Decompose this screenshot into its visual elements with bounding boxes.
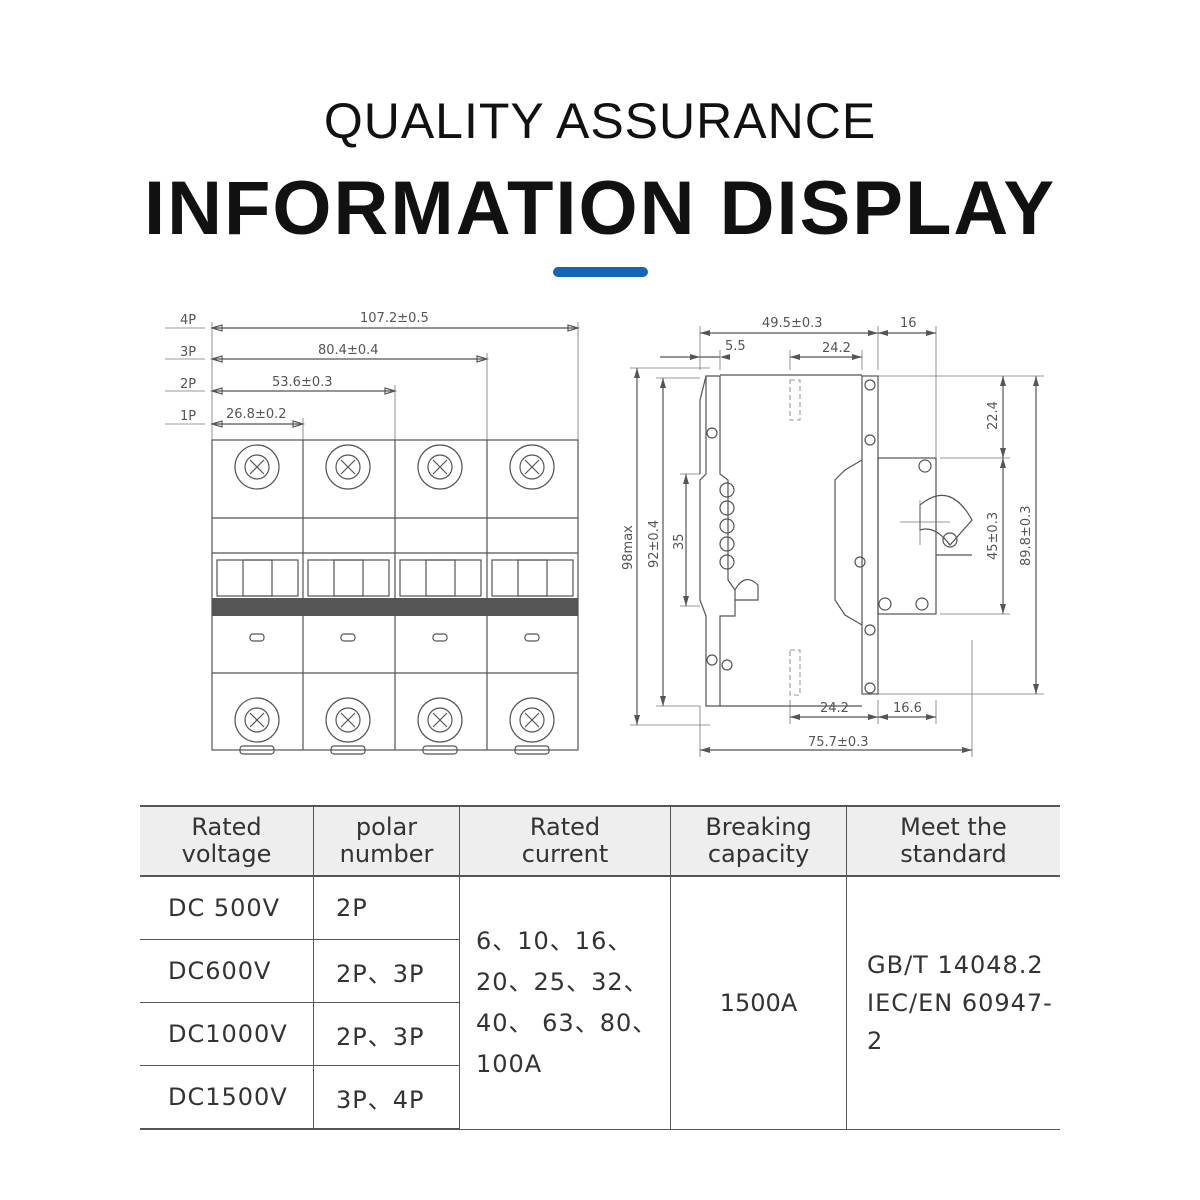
dim-89-8: 89.8±0.3 (1019, 505, 1034, 566)
poles-cell: 2P (313, 876, 460, 940)
table-row: DC600V 2P、3P (140, 939, 1060, 1003)
technical-drawing: 4P 107.2±0.5 3P 80.4±0.4 2P 53.6±0.3 1P … (165, 311, 1044, 757)
dim-16-6: 16.6 (893, 701, 922, 716)
dim-49-5: 49.5±0.3 (762, 316, 823, 331)
dim-92: 92±0.4 (647, 520, 662, 568)
header-standard: Meet the standard (846, 805, 1060, 877)
dim-22-4: 22.4 (986, 401, 1001, 430)
table-header-row: Rated voltage polar number Rated current… (140, 805, 1060, 877)
width-4p: 107.2±0.5 (360, 311, 429, 326)
pole-label-4p: 4P (180, 313, 196, 328)
dim-75-7: 75.7±0.3 (808, 735, 869, 750)
dim-24-2-top: 24.2 (822, 341, 851, 356)
dim-24-2-bottom: 24.2 (820, 701, 849, 716)
poles-cell: 3P、4P (313, 1065, 460, 1130)
voltage-cell: DC 500V (140, 876, 314, 940)
width-2p: 53.6±0.3 (272, 375, 333, 390)
rated-current-cell: 6、10、16、 20、25、32、 40、 63、80、 100A (459, 876, 671, 1130)
poles-cell: 2P、3P (313, 939, 460, 1003)
table-row: DC 500V 2P 6、10、16、 20、25、32、 40、 63、80、… (140, 876, 1060, 1130)
side-view-dimensions: 49.5±0.3 16 5.5 24.2 98max 92±0.4 35 (621, 316, 1044, 757)
dim-5-5: 5.5 (725, 339, 746, 354)
breaker-side-view (699, 374, 973, 707)
dim-16: 16 (900, 316, 917, 331)
pole-label-1p: 1P (180, 409, 196, 424)
breaker-front-view (211, 439, 579, 755)
page-title: INFORMATION DISPLAY (143, 166, 1057, 251)
width-1p: 26.8±0.2 (226, 407, 287, 422)
subtitle: QUALITY ASSURANCE (323, 93, 877, 149)
pole-label-3p: 3P (180, 345, 196, 360)
width-3p: 80.4±0.4 (318, 343, 379, 358)
front-view-dimensions: 4P 107.2±0.5 3P 80.4±0.4 2P 53.6±0.3 1P … (165, 311, 581, 440)
dim-35: 35 (672, 533, 687, 550)
spec-table: Rated voltage polar number Rated current… (140, 805, 1060, 1130)
header-breaking-capacity: Breaking capacity (670, 805, 847, 877)
voltage-cell: DC600V (140, 939, 314, 1003)
dim-45: 45±0.3 (986, 512, 1001, 560)
pole-label-2p: 2P (180, 377, 196, 392)
voltage-cell: DC1000V (140, 1002, 314, 1066)
dim-98max: 98max (621, 525, 636, 570)
poles-cell: 2P、3P (313, 1002, 460, 1066)
header-polar-number: polar number (313, 805, 460, 877)
voltage-cell: DC1500V (140, 1065, 314, 1130)
table-row: DC1500V 3P、4P (140, 1065, 1060, 1130)
table-row: DC1000V 2P、3P (140, 1002, 1060, 1066)
standard-cell: GB/T 14048.2 IEC/EN 60947-2 (846, 876, 1060, 1130)
accent-bar (553, 267, 648, 277)
header-rated-current: Rated current (459, 805, 671, 877)
header-rated-voltage: Rated voltage (140, 805, 314, 877)
breaking-capacity-cell: 1500A (670, 876, 847, 1130)
